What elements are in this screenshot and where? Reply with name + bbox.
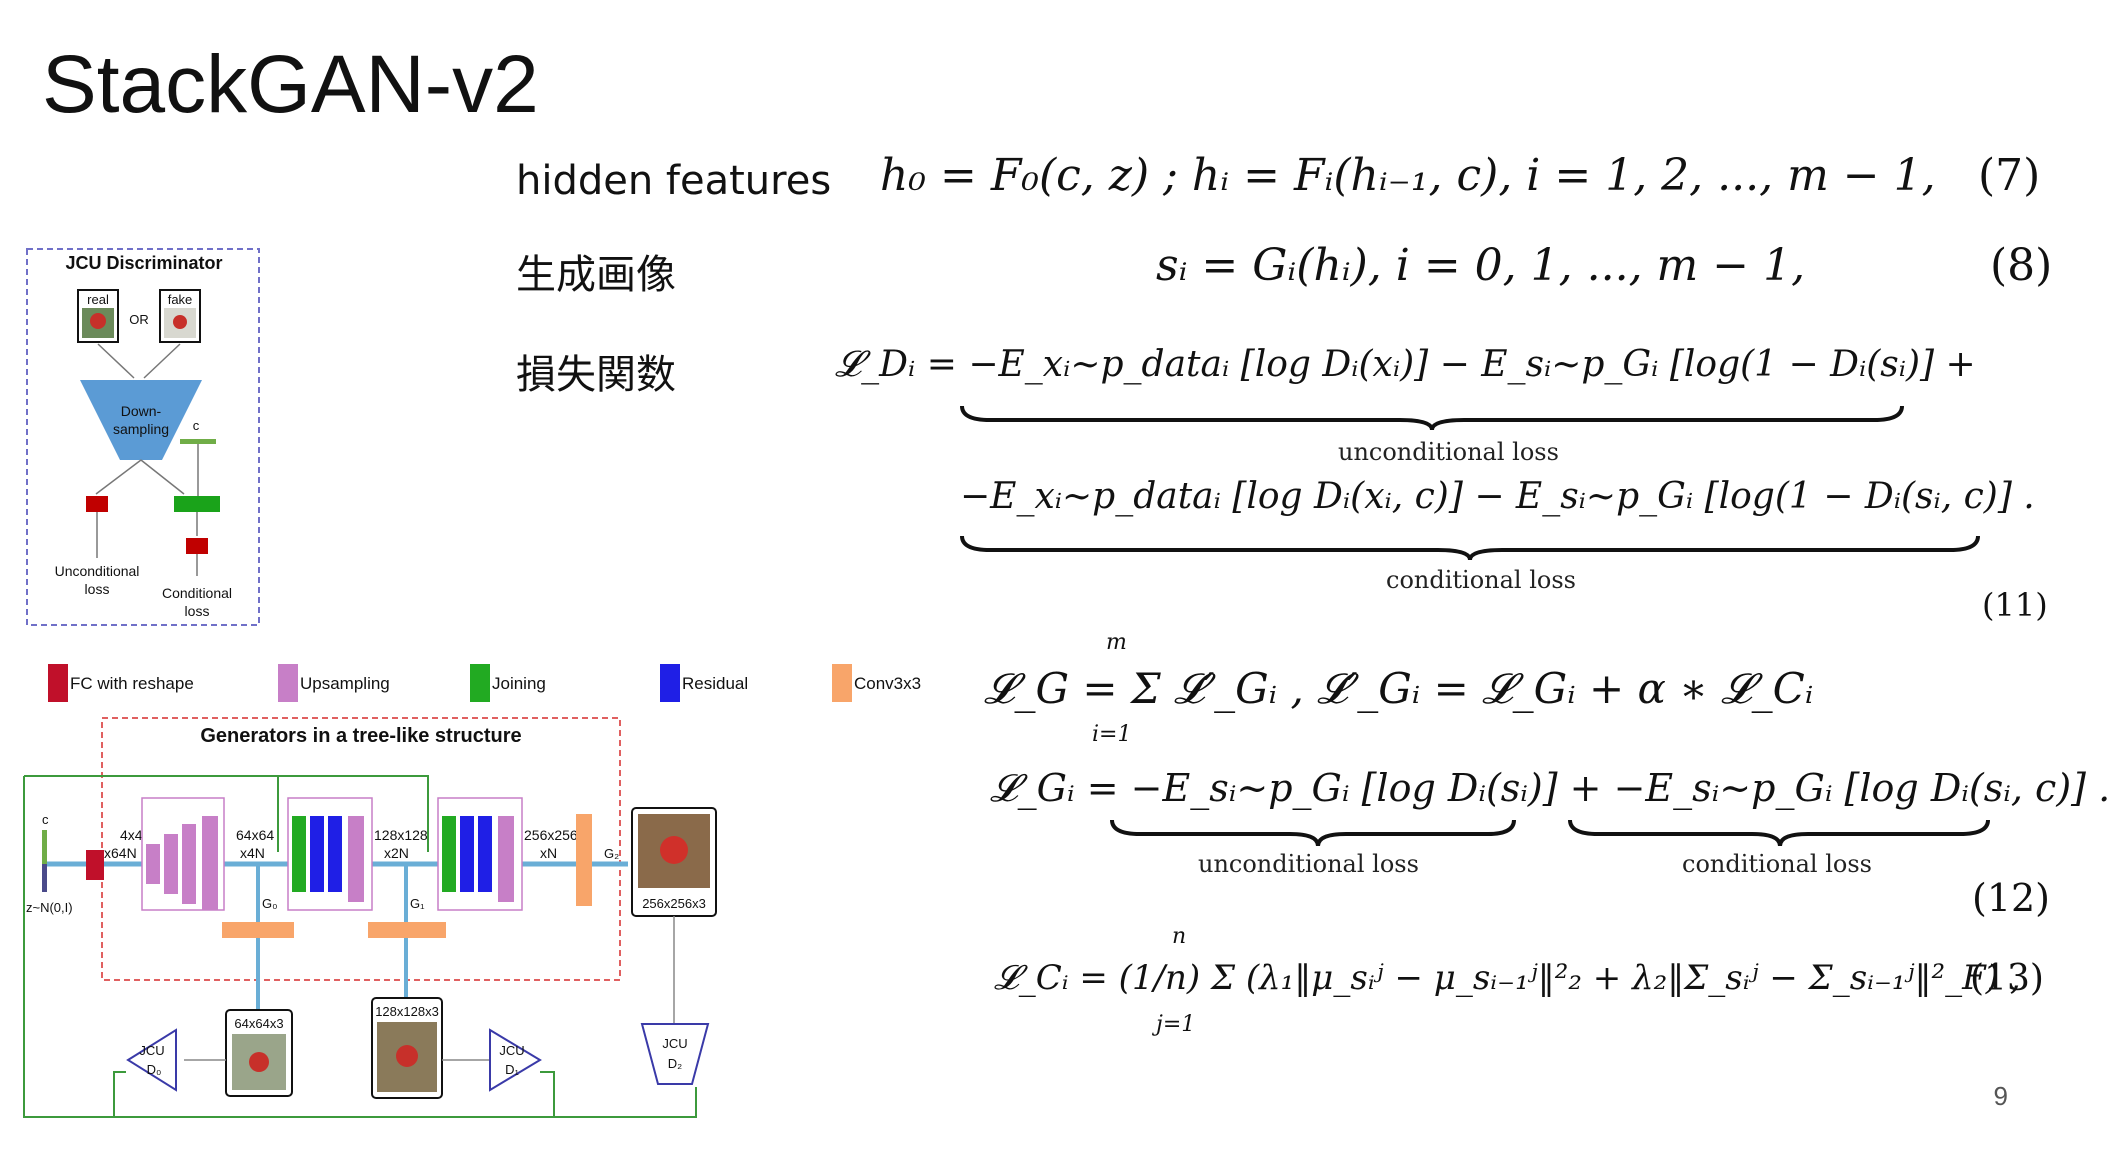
real-bird-icon [90,313,106,329]
legend-label-residual: Residual [682,674,749,693]
brace-conditional-d [960,535,1980,561]
g0-label: G₀ [262,896,278,911]
discriminator-d0 [126,1028,177,1092]
equation-13-sum-bottom: j=1 [1156,1012,1196,1037]
discriminator-diagram: JCU Discriminator real fake OR Down- sam… [26,248,260,626]
legend-label-joining: Joining [492,674,546,693]
generator-title: Generators in a tree-like structure [200,725,521,747]
c-vector [180,439,216,444]
z-input [42,864,47,892]
legend-swatch-joining [470,664,490,702]
brace-label-unconditional-d: unconditional loss [1338,438,1559,466]
stage2-channels: x4N [240,845,265,861]
fc-reshape-block [86,850,104,880]
fake-bird-icon [173,315,187,329]
image-128-label: 128x128x3 [375,1004,439,1019]
legend-swatch-residual [660,664,680,702]
generator-diagram: Generators in a tree-like structure c z~… [23,717,717,1118]
equation-7-number: (7) [1978,150,2041,201]
unconditional-loss-label-1: Unconditional [55,563,140,579]
conv-block-g2 [576,814,592,906]
fake-label: fake [168,292,193,307]
conditional-loss-label-1: Conditional [162,585,232,601]
unconditional-output [86,496,108,512]
or-label: OR [129,312,149,327]
equation-11-line2: −E_xᵢ∼p_dataᵢ [log Dᵢ(xᵢ, c)] − E_sᵢ∼p_G… [960,476,2035,517]
conv-block-g0 [222,922,294,938]
legend-label-upsampling: Upsampling [300,674,390,693]
conditional-loss-label-2: loss [185,603,210,619]
label-generated-images: 生成画像 [516,252,676,298]
brace-label-conditional-d: conditional loss [1386,566,1576,594]
stage3-size: 128x128 [374,827,428,843]
equation-13-number: (13) [1970,958,2044,999]
c-input-label: c [42,812,49,827]
z-input-label: z~N(0,I) [26,900,73,915]
unconditional-loss-label-2: loss [85,581,110,597]
legend-swatch-upsampling [278,664,298,702]
g2-label: G₂ [604,846,619,861]
equation-13: 𝓛_Cᵢ = (1/n) Σ (λ₁‖μ_sᵢʲ − μ_sᵢ₋₁ʲ‖²₂ + … [994,958,2021,998]
equation-8: sᵢ = Gᵢ(hᵢ), i = 0, 1, ..., m − 1, [1156,240,1806,291]
d1-label: D₁ [505,1062,519,1077]
c-route [23,776,697,1118]
downsampling-block [80,380,202,460]
page-number: 9 [1993,1081,2008,1111]
equation-11-line1: 𝓛_Dᵢ = −E_xᵢ∼p_dataᵢ [log Dᵢ(xᵢ)] − E_sᵢ… [835,344,1976,385]
downsampling-label-1: Down- [121,403,162,419]
brace-unconditional-d [960,405,1904,431]
d2-jcu-label: JCU [662,1036,687,1051]
brace-label-unconditional-g: unconditional loss [1198,850,1419,878]
stage4-size: 256x256 [524,827,578,843]
joining-block [174,496,220,512]
c-label: c [193,418,200,433]
conditional-output [186,538,208,554]
stage3-channels: x2N [384,845,409,861]
legend-label-conv: Conv3x3 [854,674,922,693]
legend-label-fc: FC with reshape [70,674,194,693]
brace-equation-12 [1110,819,1990,847]
label-loss-functions: 損失関数 [516,352,676,398]
equation-12: 𝓛_Gᵢ = −E_sᵢ∼p_Gᵢ [log Dᵢ(sᵢ)] + −E_sᵢ∼p… [990,766,2110,810]
brace-label-conditional-g: conditional loss [1682,850,1872,878]
legend: FC with reshape Upsampling Joining Resid… [48,664,928,704]
legend-swatch-conv [832,664,852,702]
stage4-channels: xN [540,845,557,861]
legend-swatch-fc [48,664,68,702]
image-256-label: 256x256x3 [642,896,706,911]
stage2-size: 64x64 [236,827,274,843]
d0-jcu-label: JCU [139,1043,164,1058]
downsampling-label-2: sampling [113,421,169,437]
discriminator-title: JCU Discriminator [65,253,222,273]
equation-lg: 𝓛_G = Σ 𝓛′_Gᵢ , 𝓛′_Gᵢ = 𝓛_Gᵢ + α ∗ 𝓛_Cᵢ [984,664,1814,713]
label-hidden-features: hidden features [516,158,832,204]
conv-block-g1 [368,922,446,938]
g1-label: G₁ [410,896,425,911]
equation-lg-sum-top: m [1106,630,1127,655]
c-input [42,830,47,864]
d1-jcu-label: JCU [499,1043,524,1058]
discriminator-d1 [489,1028,542,1092]
real-label: real [87,292,109,307]
page-title: StackGAN-v2 [42,39,539,130]
equation-12-number: (12) [1972,876,2051,920]
equation-8-number: (8) [1990,240,2053,291]
stage1-size: 4x4 [120,827,143,843]
d2-label: D₂ [668,1056,682,1071]
equation-13-sum-top: n [1172,924,1187,949]
discriminator-d2 [640,1023,710,1085]
equation-7: h₀ = F₀(c, z) ; hᵢ = Fᵢ(hᵢ₋₁, c), i = 1,… [880,150,1936,201]
image-64-label: 64x64x3 [234,1016,283,1031]
equation-11-number: (11) [1982,586,2048,624]
d0-label: D₀ [147,1062,162,1077]
stage1-channels: x64N [104,845,137,861]
equation-lg-sum-bottom: i=1 [1092,722,1132,747]
